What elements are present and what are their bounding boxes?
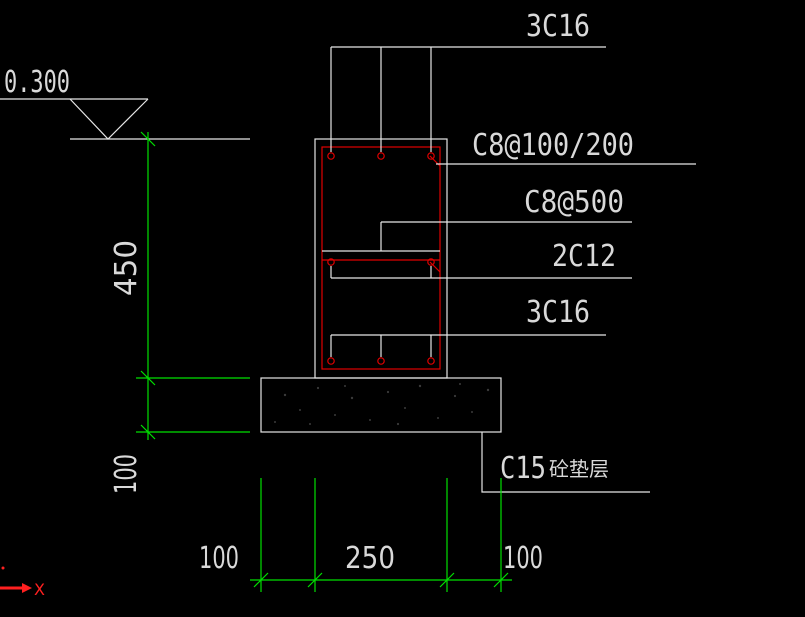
dim-tick [307,572,323,588]
top-bar-dot [427,152,435,160]
horizontal-dimensions [250,478,512,592]
x-axis-arrow-icon [22,583,32,593]
left-offset-dimension: 100 [199,541,239,576]
tie-label: C8@500 [524,185,624,220]
cushion-leader [481,432,650,493]
top-bars-label: 3C16 [526,9,590,44]
cushion-name-label: 砼垫层 [549,457,609,481]
middle-bars-label: 2C12 [552,239,616,274]
cushion-hatch [274,383,490,426]
bottom-bar-dot [327,357,335,365]
cushion-outline [260,377,502,433]
dim-tick [140,370,156,386]
dim-tick [253,572,269,588]
axis-origin-dot [1,566,5,570]
x-axis-label: X [34,580,45,599]
top-bar-dot [377,152,385,160]
leaders [322,46,696,493]
vertical-dimensions [136,131,250,440]
dim-tick [140,131,156,147]
middle-bar-dot [427,258,435,266]
cushion-grade-label: C15 [500,451,546,486]
bottom-bars-label: 3C16 [526,295,590,330]
right-offset-dimension: 100 [503,541,543,576]
cushion-thickness-dimension: 100 [109,454,144,494]
middle-bar-dot [327,258,335,266]
dim-tick [493,572,509,588]
bottom-bar-dot [377,357,385,365]
elevation-value: 0.300 [4,65,70,100]
beam-width-dimension: 250 [345,541,395,576]
elevation-triangle-icon [69,98,149,140]
dim-tick [439,572,455,588]
top-bar-dot [327,152,335,160]
dim-tick [140,424,156,440]
stirrups-label: C8@100/200 [472,128,634,163]
beam-height-dimension: 450 [109,240,144,296]
cushion-layer [260,377,502,433]
elevation-marker: 0.300 [0,65,250,140]
bottom-bar-dot [427,357,435,365]
axis-indicator: X [0,566,45,599]
tie-hook [429,261,441,273]
rebar-dots [327,152,435,365]
